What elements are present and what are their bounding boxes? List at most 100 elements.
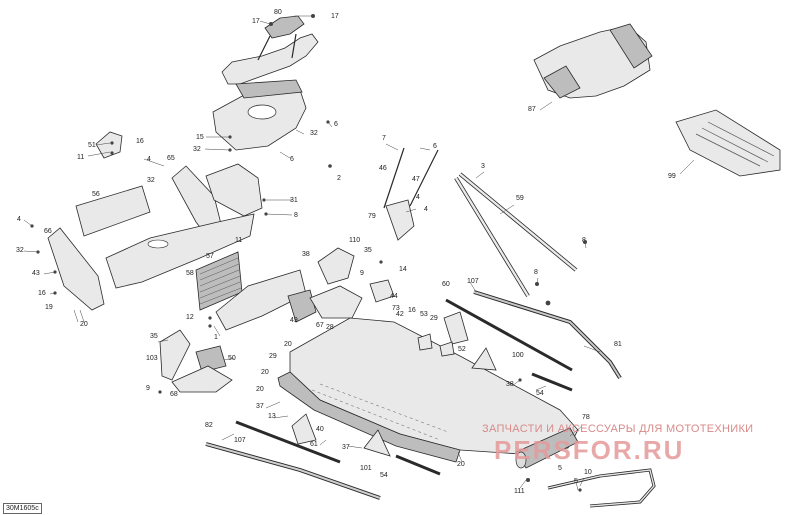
callout-label: 56 xyxy=(92,191,100,198)
callout-label: 65 xyxy=(167,155,175,162)
callout-label: 60 xyxy=(442,281,450,288)
bracket-110 xyxy=(317,247,355,285)
callout-label: 107 xyxy=(234,437,246,444)
callout-label: 16 xyxy=(136,138,144,145)
callout-label: 82 xyxy=(205,422,213,429)
callout-label: 101 xyxy=(360,465,372,472)
bracket-67 xyxy=(309,285,363,319)
callout-label: 6 xyxy=(334,121,338,128)
steering-rods xyxy=(383,147,439,241)
callout-label: 43 xyxy=(32,270,40,277)
slides-54 xyxy=(395,372,573,476)
rear-upper-frame xyxy=(533,23,653,99)
callout-label: 61 xyxy=(310,441,318,448)
callout-label: 57 xyxy=(206,253,214,260)
callout-label: 73 xyxy=(392,305,400,312)
callout-label: 32 xyxy=(310,130,318,137)
callout-label: 16 xyxy=(408,307,416,314)
callout-label: 8 xyxy=(534,269,538,276)
callout-label: 79 xyxy=(368,213,376,220)
callout-label: 17 xyxy=(331,13,339,20)
callout-label: 51 xyxy=(88,142,96,149)
callout-label: 14 xyxy=(399,266,407,273)
callout-label: 6 xyxy=(290,156,294,163)
callout-label: 59 xyxy=(516,195,524,202)
callout-label: 28 xyxy=(326,324,334,331)
cylinder-78 xyxy=(515,427,579,469)
callout-label: 4 xyxy=(424,206,428,213)
lower-rails xyxy=(205,420,381,500)
tunnel xyxy=(277,317,579,463)
callout-label: 58 xyxy=(186,270,194,277)
callout-label: 15 xyxy=(196,134,204,141)
callout-label: 37 xyxy=(342,444,350,451)
callout-label: 32 xyxy=(16,247,24,254)
front-struts xyxy=(454,172,578,298)
callout-label: 20 xyxy=(261,369,269,376)
callout-label: 54 xyxy=(536,390,544,397)
callout-label: 54 xyxy=(380,472,388,479)
callout-label: 20 xyxy=(457,461,465,468)
callout-label: 78 xyxy=(582,414,590,421)
callout-labels: 17 80 17 6 32 15 32 6 16 51 11 4 65 32 2… xyxy=(16,9,676,495)
left-small-bracket xyxy=(95,131,123,159)
callout-label: 19 xyxy=(45,304,53,311)
callout-label: 111 xyxy=(514,488,525,495)
callout-label: 8 xyxy=(294,212,298,219)
plate-56 xyxy=(75,185,151,237)
upper-bulkhead xyxy=(212,79,307,151)
bracket-44 xyxy=(369,279,395,303)
callout-label: 11 xyxy=(77,154,84,161)
callout-label: 87 xyxy=(528,106,536,113)
callout-label: 42 xyxy=(396,311,404,318)
callout-label: 38 xyxy=(302,251,310,258)
callout-label: 46 xyxy=(379,165,387,172)
rear-bumper xyxy=(547,468,656,508)
callout-label: 103 xyxy=(146,355,158,362)
callout-label: 13 xyxy=(268,413,276,420)
watermark-logo-text: PERSFOR.RU xyxy=(494,435,685,465)
callout-label: 4 xyxy=(416,194,420,201)
callout-label: 1 xyxy=(214,334,218,341)
callout-label: 44 xyxy=(390,293,398,300)
callout-label: 31 xyxy=(290,197,298,204)
callout-label: 99 xyxy=(668,173,676,180)
lower-shroud xyxy=(105,213,255,289)
brackets-60-53 xyxy=(417,311,469,357)
callout-label: 20 xyxy=(284,341,292,348)
callout-label: 107 xyxy=(467,278,479,285)
callout-label: 7 xyxy=(382,135,386,142)
left-front-frame xyxy=(47,227,105,311)
callout-label: 52 xyxy=(458,346,466,353)
callout-label: 35 xyxy=(150,333,158,340)
callout-label: 17 xyxy=(252,18,260,25)
callout-label: 3 xyxy=(481,163,485,170)
callout-label: 68 xyxy=(170,391,178,398)
watermark-tagline: ЗАПЧАСТИ И АКСЕССУАРЫ ДЛЯ МОТОТЕХНИКИ xyxy=(482,423,754,435)
callout-label: 37 xyxy=(256,403,264,410)
callout-label: 9 xyxy=(360,270,364,277)
callout-label: 100 xyxy=(512,352,524,359)
callout-label: 38 xyxy=(506,381,514,388)
lower-left-bracket xyxy=(159,329,233,393)
callout-label: 29 xyxy=(269,353,277,360)
callout-label: 29 xyxy=(430,315,438,322)
callout-label: 5 xyxy=(558,465,562,472)
callout-label: 110 xyxy=(349,237,360,244)
callout-label: 4 xyxy=(147,156,151,163)
callout-label: 2 xyxy=(337,175,341,182)
callout-label: 66 xyxy=(44,228,52,235)
upper-steering-support xyxy=(221,15,319,85)
left-column-bracket xyxy=(171,163,263,241)
callout-label: 35 xyxy=(364,247,372,254)
callout-label: 32 xyxy=(193,146,201,153)
callout-label: 11 xyxy=(235,237,242,244)
callout-label: 32 xyxy=(147,177,155,184)
right-rails xyxy=(445,290,622,380)
callout-label: 67 xyxy=(316,322,324,329)
callout-label: 40 xyxy=(316,426,324,433)
callout-label: 20 xyxy=(256,386,264,393)
callout-label: 10 xyxy=(584,469,592,476)
